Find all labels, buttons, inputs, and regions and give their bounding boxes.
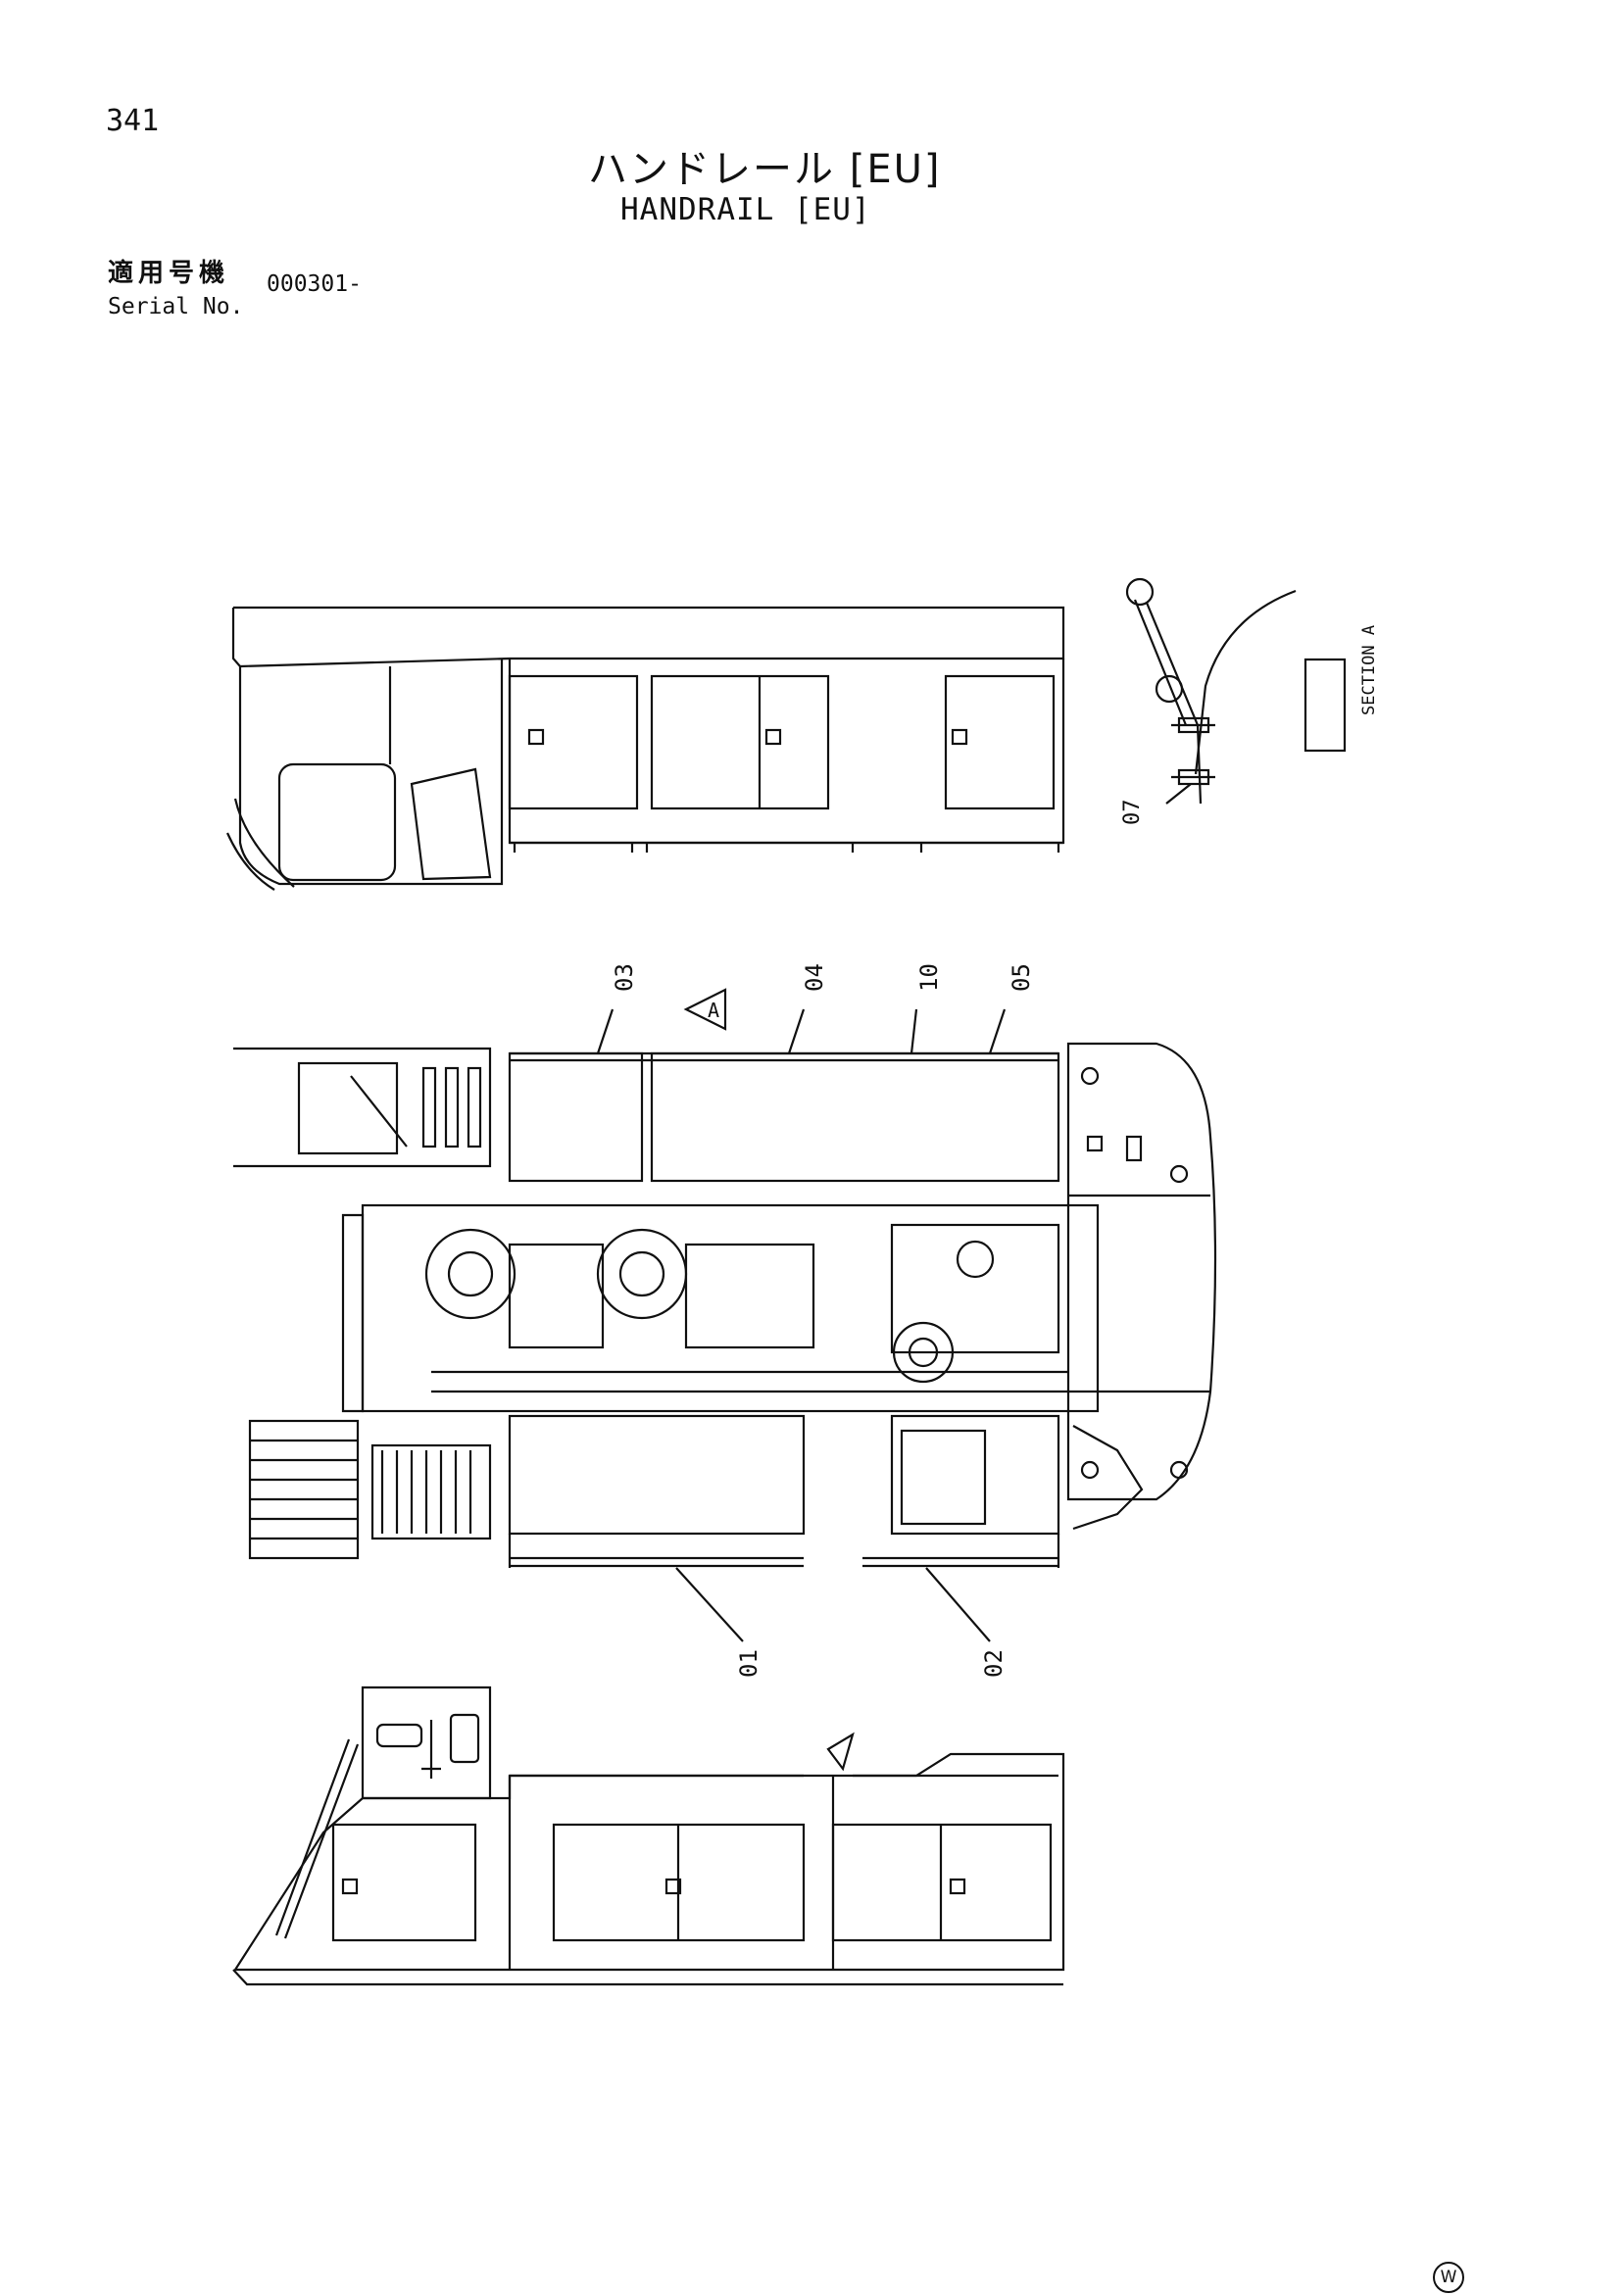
footer-mark: W: [1433, 2262, 1464, 2293]
side-panel: [650, 674, 830, 810]
counterweight: [1066, 1042, 1217, 1501]
page-number: 341: [106, 104, 160, 138]
callout-04: 04: [801, 963, 828, 992]
title-english: HANDRAIL [EU]: [620, 192, 871, 227]
title-japanese: ハンドレール [EU]: [588, 147, 942, 192]
view-a-marker: [683, 988, 727, 1031]
side-panel: [944, 674, 1056, 810]
callout-03: 03: [611, 963, 638, 992]
serial-label-english: Serial No.: [108, 294, 244, 319]
section-a-box: [1303, 658, 1347, 753]
side-view-bottom: [232, 1685, 1065, 1986]
plan-view: A: [233, 988, 1217, 1642]
view-a-label: A: [708, 999, 719, 1022]
callout-07: 07: [1120, 800, 1145, 826]
cab-window: [410, 767, 492, 881]
callout-05: 05: [1008, 963, 1035, 992]
callout-02: 02: [980, 1649, 1008, 1678]
callout-01: 01: [735, 1649, 762, 1678]
serial-number-value: 000301-: [267, 271, 362, 297]
callout-10: 10: [915, 963, 943, 992]
serial-label-japanese: 適用号機: [108, 259, 230, 288]
section-a-detail: 07 SECTION A: [1120, 577, 1379, 826]
cab-window: [277, 762, 397, 882]
section-a-label: SECTION A: [1359, 625, 1379, 715]
part-callouts: 03 04 10 05 01 02: [611, 963, 1035, 1678]
side-view-top: [225, 606, 1065, 891]
